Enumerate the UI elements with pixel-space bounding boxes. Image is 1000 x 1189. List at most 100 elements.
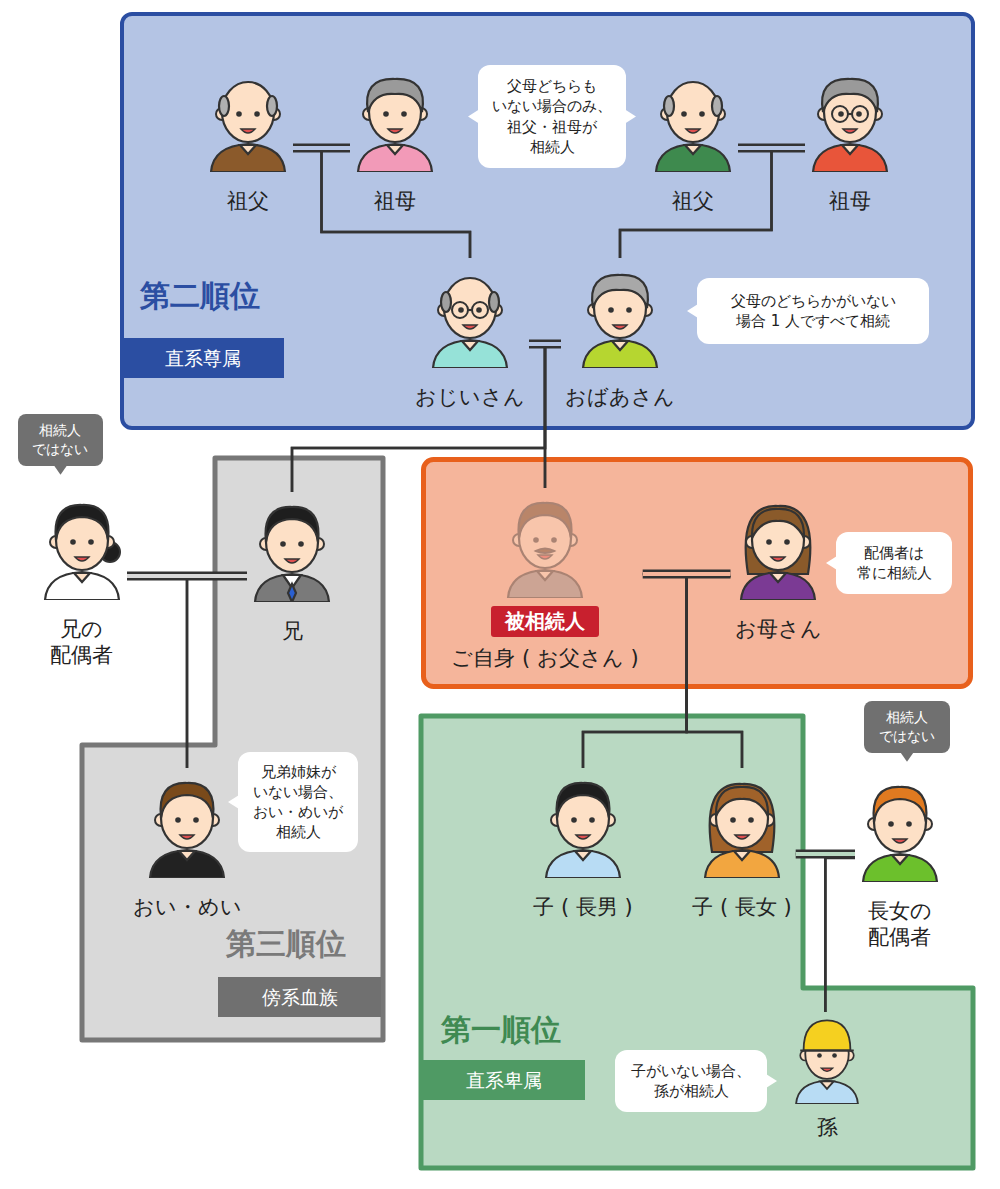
marriage-line bbox=[796, 850, 855, 859]
marriage-line bbox=[738, 144, 805, 153]
figure-part bbox=[285, 559, 299, 563]
descent-line bbox=[583, 576, 731, 768]
figure-part bbox=[710, 784, 775, 852]
figure-part bbox=[222, 82, 274, 142]
person-label: お母さん bbox=[735, 616, 822, 642]
figure-part bbox=[211, 144, 285, 172]
kinship-line bbox=[643, 574, 742, 768]
figure-part bbox=[179, 851, 195, 860]
person-node: 兄の 配偶者 bbox=[37, 490, 127, 669]
marriage-line bbox=[127, 572, 247, 581]
person-label: 祖父 bbox=[227, 188, 269, 214]
person-figure bbox=[425, 258, 515, 368]
descent-line bbox=[687, 576, 742, 768]
badge-text: 相続人 ではない bbox=[29, 421, 92, 459]
callout-text: 父母のどちらかがいない 場合 1 人ですべて相続 bbox=[727, 291, 900, 332]
figure-part bbox=[538, 555, 552, 559]
person-figure bbox=[805, 62, 895, 172]
figure-eye bbox=[70, 539, 76, 545]
figure-part bbox=[288, 584, 296, 602]
marriage-gap bbox=[127, 574, 247, 578]
person-node: 長女の 配偶者 bbox=[855, 772, 945, 951]
person-label: おい・めい bbox=[133, 894, 242, 920]
figure-eye bbox=[571, 817, 577, 823]
person-figure bbox=[203, 62, 293, 172]
person-node: おい・めい bbox=[129, 768, 246, 920]
person-figure bbox=[648, 62, 738, 172]
figure-eye bbox=[533, 537, 539, 543]
figure-eye bbox=[193, 817, 199, 823]
figure-part bbox=[613, 325, 627, 329]
person-node: 孫 bbox=[787, 1012, 867, 1140]
figure-part bbox=[667, 82, 719, 142]
person-node: 兄 bbox=[247, 492, 337, 644]
person-label: 子 ( 長女 ) bbox=[692, 894, 791, 920]
callout-text: 配偶者は 常に相続人 bbox=[853, 543, 936, 584]
figure-part bbox=[716, 787, 768, 816]
person-label: 兄の 配偶者 bbox=[46, 616, 117, 669]
kinship-line bbox=[643, 574, 731, 575]
kinship-line bbox=[583, 576, 731, 768]
figure-glasses bbox=[852, 106, 868, 122]
figure-part bbox=[874, 787, 927, 822]
kinship-line bbox=[292, 344, 545, 492]
figure-eye bbox=[236, 111, 242, 117]
person-figure bbox=[697, 768, 787, 878]
figure-part bbox=[813, 144, 887, 172]
figure-part bbox=[770, 573, 786, 582]
person-label: おばあさん bbox=[565, 384, 675, 410]
heir-badge: 被相続人 bbox=[491, 606, 599, 637]
figure-eye bbox=[832, 1053, 837, 1058]
figure-part bbox=[686, 129, 700, 133]
figure-part bbox=[735, 835, 749, 839]
bubble-tail bbox=[18, 414, 103, 466]
figure-eye bbox=[748, 817, 754, 823]
callout-text: 父母どちらも いない場合のみ、 祖父・祖母が 相続人 bbox=[490, 76, 615, 157]
kinship-line bbox=[322, 148, 471, 258]
person-figure bbox=[787, 1012, 867, 1104]
descent-line bbox=[322, 148, 471, 258]
kinship-line bbox=[620, 148, 772, 258]
figure-eye bbox=[856, 111, 862, 117]
figure-part bbox=[241, 129, 255, 133]
figure-part bbox=[592, 275, 648, 308]
descent-line bbox=[825, 858, 855, 1012]
figure-part bbox=[508, 570, 582, 598]
descent-line bbox=[293, 148, 470, 258]
figure-eye bbox=[766, 539, 772, 545]
figure-eye bbox=[175, 817, 181, 823]
figure-part bbox=[752, 509, 804, 538]
priority-panel: 第三順位傍系血族兄おい・めい兄弟姉妹が いない場合、 おい・めいが 相続人 bbox=[82, 458, 383, 1040]
speech-bubble: 子がいない場合、 孫が相続人 bbox=[615, 1050, 767, 1112]
figure-part bbox=[892, 855, 908, 864]
figure-eye bbox=[730, 817, 736, 823]
figure-part bbox=[664, 96, 674, 116]
person-label: 兄 bbox=[282, 618, 303, 644]
figure-eye bbox=[681, 111, 687, 117]
kinship-line bbox=[292, 344, 561, 492]
bubble-tail bbox=[864, 701, 950, 753]
figure-part bbox=[255, 574, 329, 602]
person-label: 祖母 bbox=[829, 188, 871, 214]
bubble-tail bbox=[615, 1050, 767, 1112]
figure-part bbox=[705, 850, 779, 878]
bubble-tail-shape bbox=[228, 795, 239, 809]
figure-part bbox=[842, 145, 858, 154]
figure-part bbox=[75, 557, 89, 561]
descent-line bbox=[620, 148, 805, 258]
descent-line bbox=[643, 574, 742, 768]
priority-heading: 第一順位 bbox=[441, 1012, 561, 1048]
person-label: 祖母 bbox=[374, 188, 416, 214]
person-node: 子 ( 長女 ) bbox=[688, 768, 795, 920]
figure-eye bbox=[817, 1053, 822, 1058]
bubble-tail-shape bbox=[468, 110, 479, 124]
person-figure bbox=[247, 492, 337, 602]
figure-part bbox=[557, 783, 610, 818]
figure-eye bbox=[298, 541, 304, 547]
figure-part bbox=[468, 309, 472, 311]
marriage-line bbox=[643, 570, 731, 579]
callout-text: 子がいない場合、 孫が相続人 bbox=[627, 1061, 755, 1102]
person-node: おばあさん bbox=[561, 258, 679, 410]
speech-bubble: 父母どちらも いない場合のみ、 祖父・祖母が 相続人 bbox=[478, 65, 626, 168]
